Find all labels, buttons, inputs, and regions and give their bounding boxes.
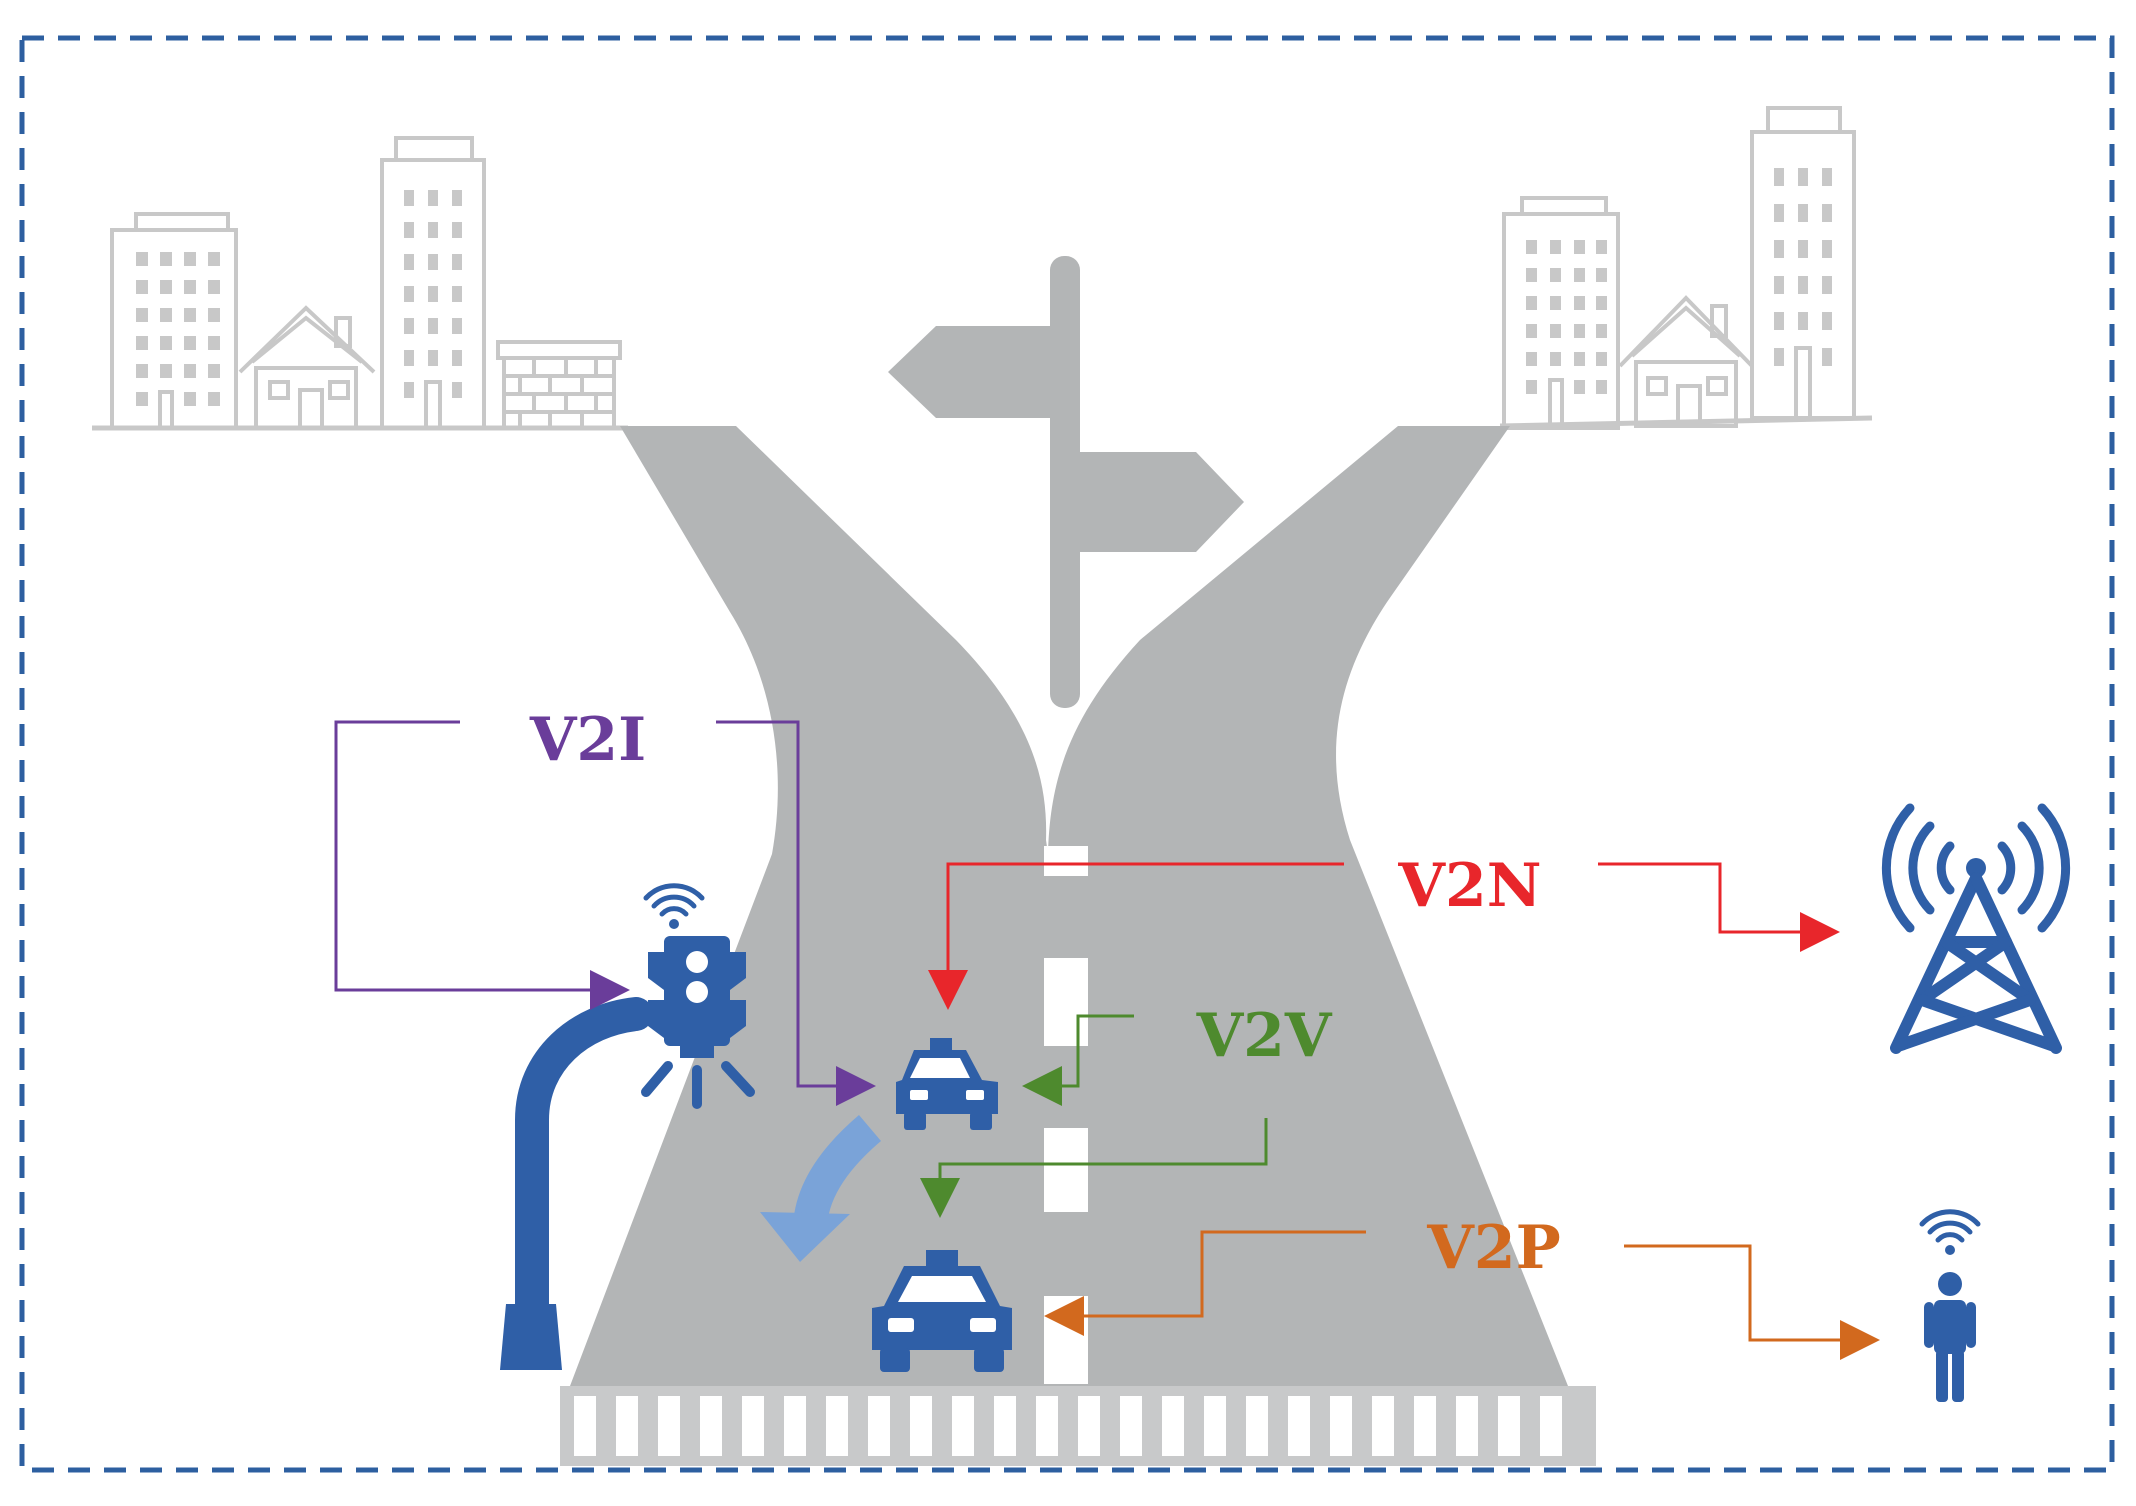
house-icon (1618, 295, 1754, 428)
turn-arrow (760, 1115, 882, 1262)
forked-road (570, 426, 1568, 1386)
house-icon (238, 305, 376, 430)
v2n-label: V2N (1397, 851, 1541, 921)
left-city (92, 136, 628, 431)
v2p-label: V2P (1426, 1213, 1560, 1283)
cell-tower-icon (1881, 803, 2071, 1054)
v2v-label: V2V (1196, 1001, 1333, 1071)
street-lamp-pole (500, 997, 653, 1370)
building-icon (1502, 196, 1620, 430)
signpost-icon (888, 256, 1244, 708)
car-icon (896, 1038, 998, 1130)
building-icon (110, 212, 238, 430)
lane-markings (1044, 846, 1088, 1384)
brick-wall (496, 340, 622, 430)
building-icon (380, 136, 486, 430)
v2p-connectors (1044, 1230, 1880, 1360)
right-city (1499, 106, 1873, 430)
building-icon (1750, 106, 1856, 420)
v2i-label: V2I (529, 705, 646, 775)
dashed-frame (19, 35, 2115, 1473)
v2n-connectors (928, 862, 1840, 1010)
car-icon (872, 1250, 1012, 1372)
v2i-connectors (334, 720, 876, 1106)
crosswalk (560, 1386, 1596, 1466)
wifi-icon (643, 883, 705, 929)
v2v-connectors (920, 1014, 1268, 1218)
traffic-light-icon (641, 936, 755, 1109)
wifi-icon (1919, 1209, 1981, 1255)
pedestrian-icon (1924, 1272, 1976, 1402)
